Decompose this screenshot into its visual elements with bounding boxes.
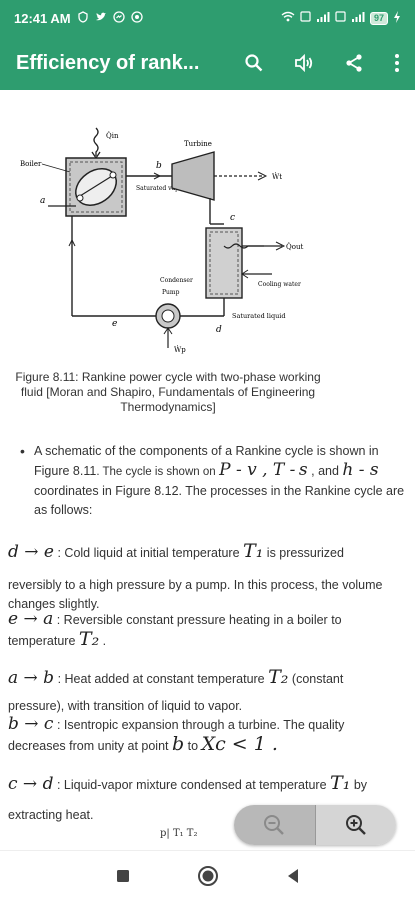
process-symbol: e → a	[8, 609, 54, 629]
zoom-in-icon	[345, 815, 366, 835]
search-icon	[245, 54, 263, 72]
process-text: to	[187, 739, 199, 753]
share-button[interactable]	[329, 36, 379, 90]
saturated-liquid-label: Saturated liquid	[232, 312, 286, 320]
status-bar: 12:41 AM 97	[0, 0, 415, 36]
sim-icon	[300, 11, 311, 25]
bullet-text: , and	[311, 464, 339, 478]
process-text: : Isentropic expansion through a turbine…	[56, 718, 345, 732]
q-out-label: Q̇out	[286, 243, 303, 251]
process-symbol: b → c	[8, 714, 54, 734]
math-expression: T₁	[243, 540, 264, 562]
process-symbol: c → d	[8, 774, 54, 794]
zoom-control	[234, 805, 396, 845]
turbine-label: Turbine	[184, 140, 212, 148]
w-p-label: Ẇp	[174, 345, 186, 354]
point-b-label: b	[156, 161, 162, 171]
w-t-label: Ẇt	[272, 172, 282, 181]
math-expression: b	[171, 733, 185, 755]
messenger-icon	[112, 10, 125, 26]
q-in-label: Q̇in	[106, 132, 119, 140]
saturated-vapor-label: Saturated vapor	[136, 185, 186, 192]
process-text: : Reversible constant pressure heating i…	[56, 613, 342, 627]
process-c-d: c → d : Liquid-vapor mixture condensed a…	[8, 774, 408, 795]
battery-icon: 97	[369, 11, 388, 25]
wifi-icon	[281, 11, 295, 25]
figure-caption: Figure 8.11: Rankine power cycle with tw…	[15, 370, 321, 414]
process-a-b-cont: pressure), with transition of liquid to …	[8, 699, 243, 713]
recents-icon	[116, 869, 129, 882]
bullet-text: coordinates in Figure 8.12. The processe…	[34, 484, 405, 517]
article-content[interactable]: Q̇in Boiler a b Saturated vapor Turbine …	[0, 90, 415, 850]
process-text: : Liquid-vapor mixture condensed at temp…	[56, 778, 327, 792]
point-a-label: a	[40, 196, 45, 206]
charging-icon	[393, 10, 401, 26]
point-c-label: c	[230, 213, 235, 223]
condenser-label: Condenser	[160, 277, 193, 284]
zoom-in-button[interactable]	[315, 805, 396, 845]
read-aloud-button[interactable]	[279, 36, 329, 90]
math-expression: h - s	[342, 460, 379, 480]
boiler-label: Boiler	[20, 160, 42, 168]
process-text: is pressurized	[266, 546, 344, 560]
bullet-text: . The cycle is shown on	[96, 466, 216, 478]
cooling-water-label: Cooling water	[258, 281, 301, 288]
process-text: decreases from unity at point	[8, 739, 169, 753]
figure-8-12-preview: p| T₁ T₂	[160, 828, 198, 839]
more-options-button[interactable]	[379, 36, 415, 90]
process-a-b: a → b : Heat added at constant temperatu…	[8, 668, 408, 689]
math-expression: P - v , T -	[219, 460, 296, 480]
home-icon	[197, 865, 218, 886]
process-symbol: d → e	[8, 542, 54, 562]
process-d-e-cont: reversibly to a high pressure by a pump.…	[8, 578, 383, 611]
share-icon	[346, 54, 362, 72]
zoom-out-button[interactable]	[234, 805, 316, 845]
status-time: 12:41 AM	[14, 10, 71, 26]
zoom-out-icon	[264, 815, 285, 835]
intro-bullet: A schematic of the components of a Ranki…	[20, 442, 406, 520]
more-vert-icon	[395, 54, 399, 72]
page-title: Efficiency of rank...	[16, 51, 200, 74]
signal-icon	[316, 11, 330, 25]
pump-label: Pump	[162, 289, 180, 296]
process-text: .	[102, 634, 107, 648]
process-c-d-cont: extracting heat.	[8, 808, 94, 822]
recents-button[interactable]	[103, 856, 143, 896]
process-e-a: e → a : Reversible constant pressure hea…	[8, 610, 408, 651]
process-text: : Cold liquid at initial temperature	[57, 546, 240, 560]
bullet-text: A schematic of the components of a Ranki…	[34, 444, 379, 478]
process-text: temperature	[8, 634, 76, 648]
process-b-c: b → c : Isentropic expansion through a t…	[8, 715, 408, 756]
math-expression: T₁	[330, 772, 351, 794]
math-expression: s	[298, 460, 308, 480]
search-button[interactable]	[229, 36, 279, 90]
signal-icon	[351, 11, 365, 25]
process-d-e: d → e : Cold liquid at initial temperatu…	[8, 542, 408, 563]
math-expression: Xc < 1 .	[201, 733, 278, 755]
back-button[interactable]	[273, 856, 313, 896]
home-button[interactable]	[188, 856, 228, 896]
math-expression: T₂	[268, 666, 289, 688]
process-symbol: a → b	[8, 668, 55, 688]
speaker-icon	[295, 53, 313, 73]
process-text: : Heat added at constant temperature	[57, 672, 265, 686]
rankine-cycle-figure: Q̇in Boiler a b Saturated vapor Turbine …	[20, 127, 303, 354]
math-expression: T₂	[78, 628, 100, 650]
system-nav-bar	[0, 850, 415, 900]
process-text: by	[353, 778, 368, 792]
app-icon	[130, 10, 143, 26]
app-bar: Efficiency of rank...	[0, 36, 415, 90]
twitter-icon	[95, 11, 107, 26]
process-text: (constant	[291, 672, 344, 686]
shield-icon	[77, 10, 89, 26]
point-d-label: d	[216, 325, 222, 335]
back-icon	[287, 868, 298, 883]
point-e-label: e	[112, 319, 117, 329]
sim-icon	[335, 11, 346, 25]
